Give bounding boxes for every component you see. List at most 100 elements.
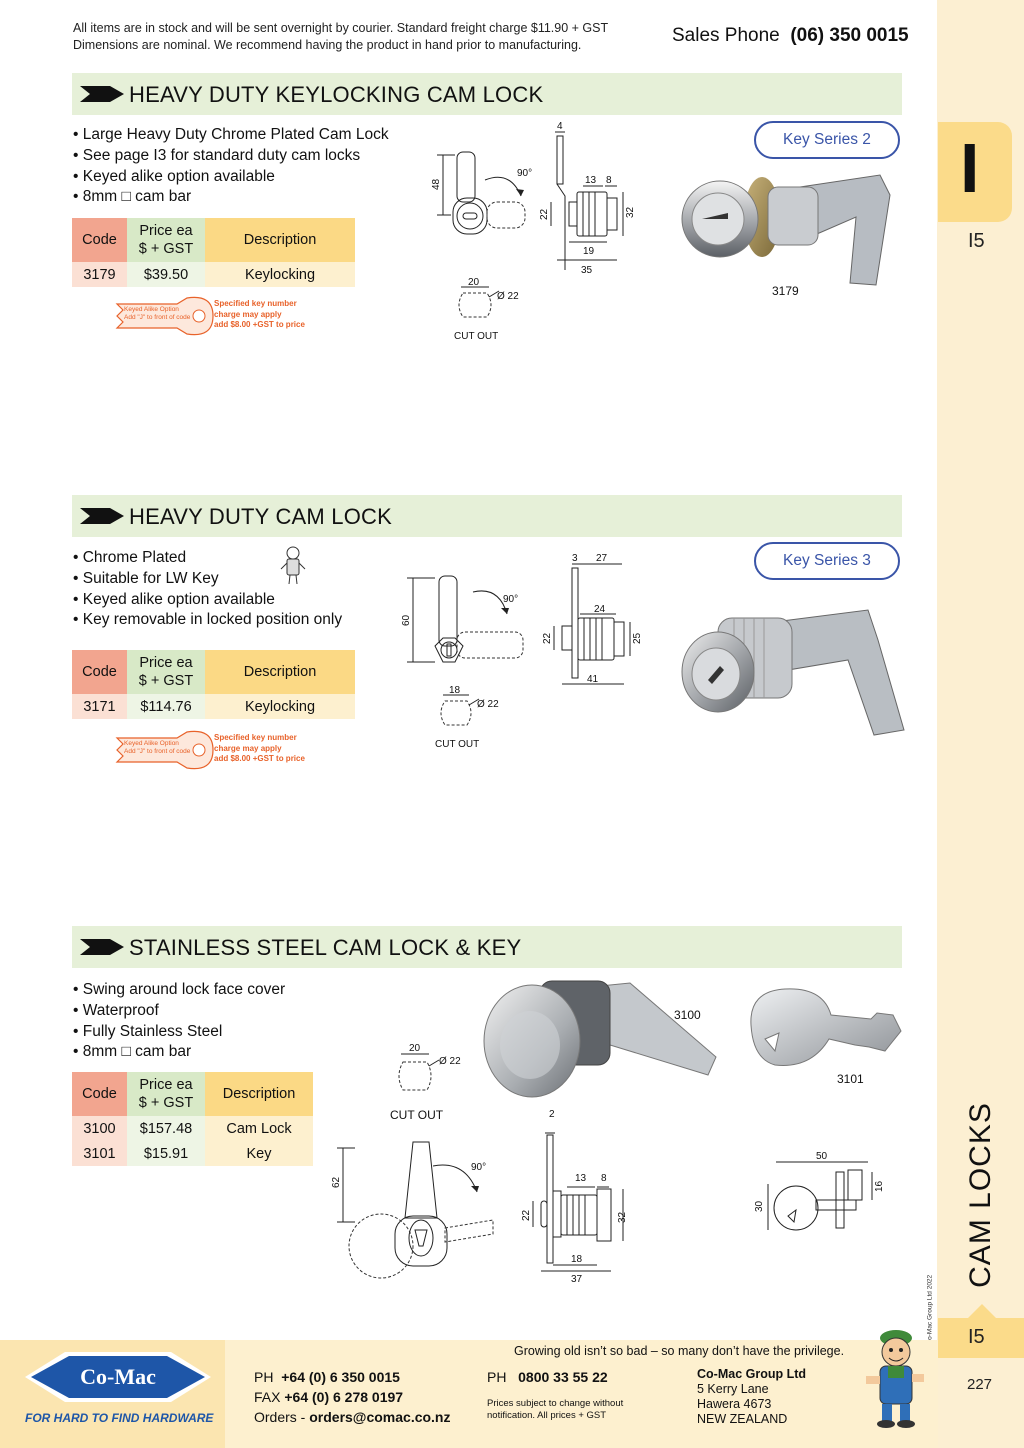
- svg-text:30: 30: [754, 1200, 765, 1212]
- mascot-handyman-icon: [866, 1330, 924, 1428]
- svg-text:3: 3: [572, 553, 578, 564]
- front-view-drawing: 60 90°: [401, 575, 524, 663]
- svg-text:Co-Mac: Co-Mac: [80, 1364, 156, 1389]
- front-view-drawing: 62 90°: [331, 1141, 494, 1279]
- cutout-label: CUT OUT: [390, 1108, 444, 1122]
- keyed-alike-key-icon: [115, 730, 214, 770]
- cutout-label: CUT OUT: [435, 739, 480, 750]
- cell-code: 3179: [72, 262, 127, 287]
- cutout-drawing: 20 Ø 22: [458, 277, 519, 318]
- col-code: Code: [72, 1072, 127, 1116]
- product-code-label-key: 3101: [837, 1072, 864, 1086]
- table-row[interactable]: 3171 $114.76 Keylocking: [72, 694, 355, 719]
- svg-text:50: 50: [816, 1151, 828, 1162]
- section-title: HEAVY DUTY KEYLOCKING CAM LOCK: [129, 82, 544, 107]
- side-view-drawing: 4 13 8 22 32 19 35: [539, 121, 636, 276]
- cutout-drawing: 20 Ø 22: [398, 1043, 461, 1091]
- svg-text:37: 37: [571, 1274, 583, 1285]
- svg-text:13: 13: [575, 1173, 587, 1184]
- svg-text:60: 60: [401, 614, 412, 626]
- table-row[interactable]: 3179 $39.50 Keylocking: [72, 262, 355, 287]
- orders-email[interactable]: orders@comac.co.nz: [309, 1409, 451, 1425]
- svg-text:Ø 22: Ø 22: [477, 699, 499, 710]
- feature-list: Swing around lock face cover Waterproof …: [73, 980, 285, 1063]
- footer-quote: Growing old isn’t so bad – so many don’t…: [514, 1344, 845, 1358]
- cell-price: $114.76: [127, 694, 205, 719]
- feature-item: Waterproof: [73, 1001, 285, 1022]
- feature-item: Keyed alike option available: [73, 167, 389, 188]
- page-number: 227: [967, 1376, 993, 1393]
- cam-lock-3171-image: [681, 609, 905, 736]
- fax-number[interactable]: +64 (0) 6 278 0197: [284, 1389, 404, 1405]
- cell-code: 3101: [72, 1141, 127, 1166]
- cell-code: 3100: [72, 1116, 127, 1141]
- svg-text:8: 8: [606, 175, 612, 186]
- feature-item: Large Heavy Duty Chrome Plated Cam Lock: [73, 125, 389, 146]
- svg-text:8: 8: [601, 1173, 607, 1184]
- side-view-drawing: 3 27 24 22 25 41: [542, 553, 643, 685]
- key-series-button[interactable]: Key Series 3: [754, 542, 900, 580]
- feature-item: See page I3 for standard duty cam locks: [73, 146, 389, 167]
- feature-item: Key removable in locked position only: [73, 610, 342, 631]
- col-description: Description: [205, 1072, 313, 1116]
- svg-text:32: 32: [625, 206, 636, 218]
- svg-text:20: 20: [468, 277, 480, 288]
- feature-item: Keyed alike option available: [73, 590, 342, 611]
- product-code-label: 3179: [772, 284, 799, 298]
- svg-text:22: 22: [542, 632, 553, 644]
- col-code: Code: [72, 650, 127, 694]
- svg-text:13: 13: [585, 175, 597, 186]
- cartoon-figure-icon: [280, 546, 306, 585]
- svg-text:32: 32: [617, 1211, 628, 1223]
- cutout-label: CUT OUT: [454, 331, 499, 342]
- section-header-keylocking: HEAVY DUTY KEYLOCKING CAM LOCK: [72, 73, 902, 115]
- sales-phone-number[interactable]: (06) 350 0015: [790, 25, 909, 46]
- tab-page-code-bottom: I5: [968, 1326, 985, 1348]
- svg-text:22: 22: [521, 1209, 532, 1221]
- table-row[interactable]: 3101 $15.91 Key: [72, 1141, 313, 1166]
- section-letter-tab[interactable]: [938, 122, 1012, 222]
- tab-bottom-notch: [968, 1304, 996, 1318]
- side-tab-strip: [937, 0, 1024, 1448]
- price-table: Code Price ea$ + GST Description 3171 $1…: [72, 650, 355, 719]
- svg-text:48: 48: [431, 178, 442, 190]
- key-series-button[interactable]: Key Series 2: [754, 121, 900, 159]
- svg-text:90°: 90°: [517, 168, 532, 179]
- side-view-drawing: 2 13 8 22 32 18 37: [521, 1109, 628, 1285]
- section-title: HEAVY DUTY CAM LOCK: [129, 504, 392, 529]
- cell-description: Cam Lock: [205, 1116, 313, 1141]
- cell-price: $157.48: [127, 1116, 205, 1141]
- svg-text:90°: 90°: [471, 1162, 486, 1173]
- svg-text:20: 20: [409, 1043, 421, 1054]
- cam-lock-3100-image: [483, 980, 717, 1098]
- phone-number[interactable]: +64 (0) 6 350 0015: [281, 1369, 400, 1385]
- freephone-number[interactable]: 0800 33 55 22: [518, 1369, 608, 1385]
- arrow-icon: [80, 508, 124, 524]
- cell-code: 3171: [72, 694, 127, 719]
- feature-list: Large Heavy Duty Chrome Plated Cam Lock …: [73, 125, 389, 208]
- section-header-heavy-duty: HEAVY DUTY CAM LOCK: [72, 495, 902, 537]
- key-3101-image: [750, 988, 902, 1066]
- cell-description: Key: [205, 1141, 313, 1166]
- keyed-alike-key-icon: [115, 296, 214, 336]
- sales-phone: Sales Phone (06) 350 0015: [672, 25, 909, 46]
- col-description: Description: [205, 218, 355, 262]
- table-row[interactable]: 3100 $157.48 Cam Lock: [72, 1116, 313, 1141]
- cell-price: $15.91: [127, 1141, 205, 1166]
- feature-item: Fully Stainless Steel: [73, 1022, 285, 1043]
- svg-text:4: 4: [557, 121, 563, 132]
- comac-logo[interactable]: Co-Mac: [25, 1348, 211, 1406]
- side-section-title: CAM LOCKS: [964, 1102, 997, 1288]
- col-description: Description: [205, 650, 355, 694]
- section-letter: I: [960, 129, 980, 207]
- arrow-icon: [80, 86, 124, 102]
- svg-text:35: 35: [581, 265, 593, 276]
- svg-text:18: 18: [449, 685, 461, 696]
- svg-text:24: 24: [594, 604, 606, 615]
- price-table: Code Price ea$ + GST Description 3100 $1…: [72, 1072, 313, 1166]
- cell-description: Keylocking: [205, 694, 355, 719]
- price-table: Code Price ea$ + GST Description 3179 $3…: [72, 218, 355, 287]
